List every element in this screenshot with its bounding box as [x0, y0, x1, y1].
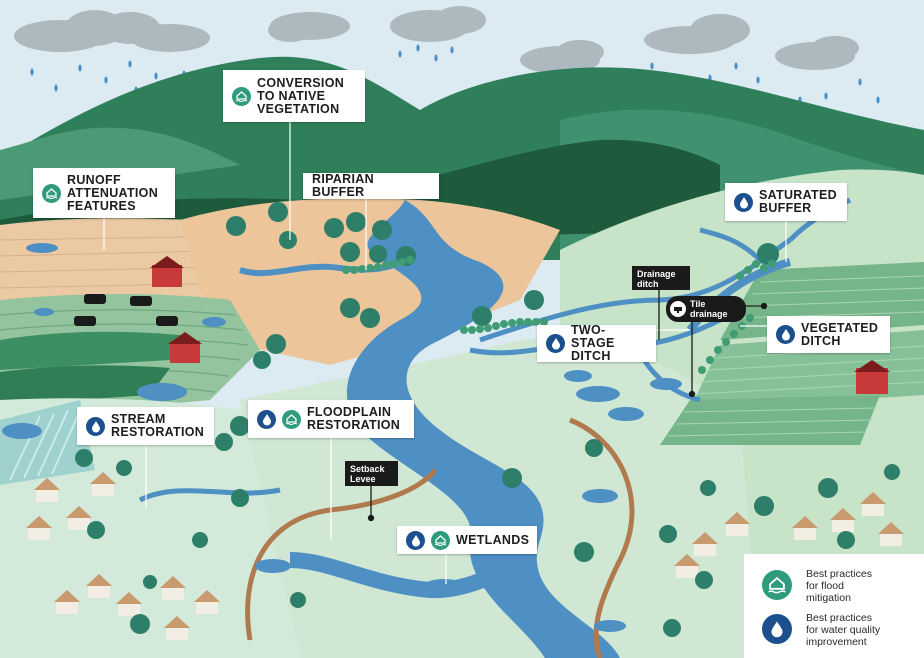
label-saturated-buffer: SATURATED BUFFER [725, 183, 847, 221]
house-on-water-icon [282, 409, 301, 429]
water-drop-icon [257, 409, 276, 429]
ponds [2, 243, 682, 632]
house-on-water-icon [762, 570, 792, 600]
water-drop-icon [762, 614, 792, 644]
legend-item-water: Best practices for water quality improve… [762, 612, 914, 648]
label-stream-restoration: STREAM RESTORATION [77, 407, 214, 445]
label-conversion-to-native-vegetation: CONVERSION TO NATIVE VEGETATION [223, 70, 365, 122]
water-drop-icon [776, 325, 795, 344]
buffer-strip [342, 256, 776, 374]
clouds [14, 6, 859, 74]
trees [75, 202, 900, 637]
water-drop-icon [406, 530, 425, 550]
callout-tile-drainage: Tile drainage [666, 296, 746, 322]
label-riparian-buffer: RIPARIAN BUFFER [303, 173, 439, 199]
callout-lines [367, 290, 768, 522]
legend-item-flood: Best practices for flood mitigation [762, 568, 914, 604]
house-on-water-icon [232, 86, 251, 106]
label-runoff-attenuation-features: RUNOFF ATTENUATION FEATURES [33, 168, 175, 218]
water-drop-icon [546, 334, 565, 353]
label-floodplain-restoration: FLOODPLAIN RESTORATION [248, 400, 414, 438]
house-on-water-icon [431, 530, 450, 550]
label-vegetated-ditch: VEGETATED DITCH [767, 316, 890, 353]
leader-lines [103, 120, 787, 584]
label-two-stage-ditch: TWO-STAGE DITCH [537, 324, 656, 363]
water-drop-icon [734, 192, 753, 212]
label-wetlands: WETLANDS [397, 526, 537, 554]
callout-drainage-ditch: Drainage ditch [632, 266, 690, 290]
house-on-water-icon [42, 183, 61, 203]
houses [26, 472, 904, 640]
water-drop-icon [86, 416, 105, 436]
drainage-pipe-icon [670, 301, 686, 317]
setback-levee [245, 468, 437, 641]
cows [74, 294, 178, 326]
barns [150, 256, 890, 394]
callout-setback-levee: Setback Levee [345, 461, 398, 486]
legend: Best practices for flood mitigation Best… [744, 554, 924, 658]
river [346, 200, 620, 658]
